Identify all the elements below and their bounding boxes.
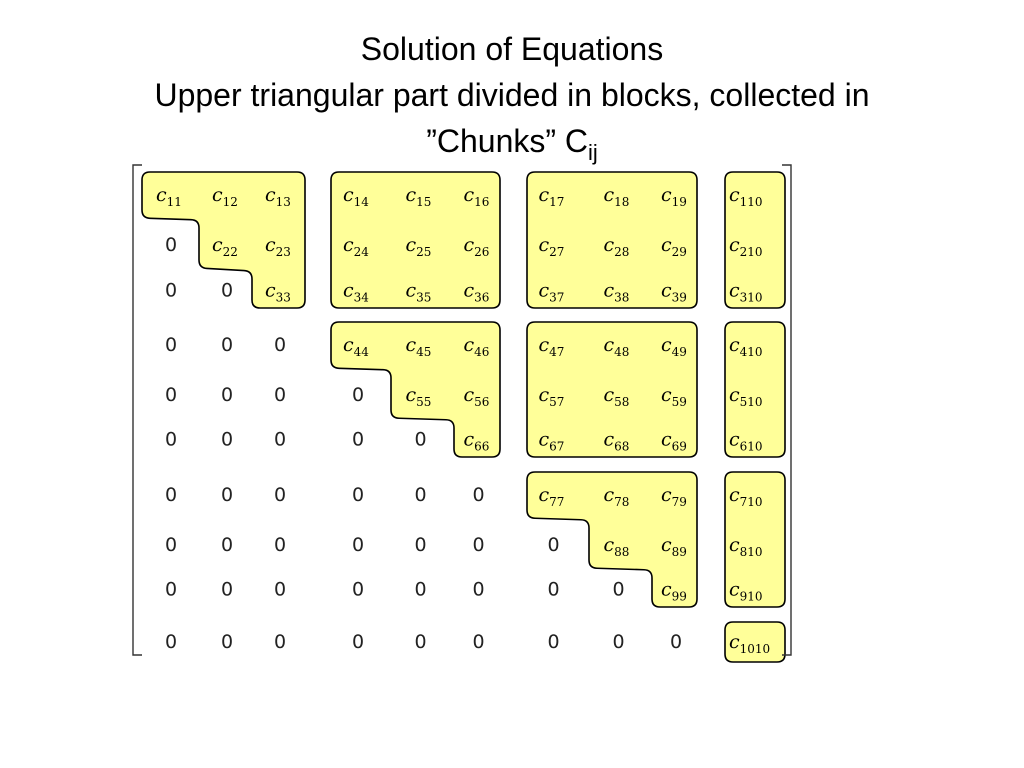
right-bracket bbox=[782, 164, 792, 656]
cell-zero-10-1: 0 bbox=[165, 631, 177, 653]
cell-zero-9-7: 0 bbox=[547, 579, 559, 601]
block-2-4 bbox=[724, 321, 786, 458]
cell-zero-4-2: 0 bbox=[221, 334, 233, 356]
cell-zero-6-3: 0 bbox=[274, 429, 286, 451]
cell-zero-8-6: 0 bbox=[472, 534, 484, 556]
slide-title: Solution of Equations Upper triangular p… bbox=[0, 26, 1024, 176]
cell-c-5-9: c59 bbox=[661, 384, 687, 409]
cell-c-4-8: c48 bbox=[604, 334, 630, 359]
block-1-2 bbox=[330, 171, 501, 309]
cell-c-1-6: c16 bbox=[464, 184, 490, 209]
title-line-3-text: ”Chunks” C bbox=[426, 123, 589, 159]
cell-zero-9-2: 0 bbox=[221, 579, 233, 601]
cell-zero-5-3: 0 bbox=[274, 384, 286, 406]
cell-zero-7-4: 0 bbox=[352, 484, 364, 506]
title-line-1: Solution of Equations bbox=[360, 31, 664, 67]
cell-zero-2-1: 0 bbox=[165, 234, 177, 256]
block-2-3 bbox=[526, 321, 698, 458]
cell-zero-7-2: 0 bbox=[221, 484, 233, 506]
cell-zero-10-8: 0 bbox=[612, 631, 624, 653]
cell-zero-7-5: 0 bbox=[414, 484, 426, 506]
cell-zero-3-1: 0 bbox=[165, 280, 177, 302]
cell-zero-7-1: 0 bbox=[165, 484, 177, 506]
cell-zero-9-5: 0 bbox=[414, 579, 426, 601]
cell-zero-5-2: 0 bbox=[221, 384, 233, 406]
cell-zero-6-4: 0 bbox=[352, 429, 364, 451]
cell-zero-4-3: 0 bbox=[274, 334, 286, 356]
cell-zero-9-8: 0 bbox=[612, 579, 624, 601]
cell-zero-6-2: 0 bbox=[221, 429, 233, 451]
cell-zero-9-4: 0 bbox=[352, 579, 364, 601]
cell-zero-8-5: 0 bbox=[414, 534, 426, 556]
cell-zero-7-6: 0 bbox=[472, 484, 484, 506]
cell-zero-8-2: 0 bbox=[221, 534, 233, 556]
cell-zero-10-2: 0 bbox=[221, 631, 233, 653]
cell-zero-5-1: 0 bbox=[165, 384, 177, 406]
cell-zero-8-7: 0 bbox=[547, 534, 559, 556]
title-line-3: ”Chunks” Cij bbox=[0, 118, 1024, 176]
cell-zero-5-4: 0 bbox=[352, 384, 364, 406]
block-1-1 bbox=[141, 171, 306, 309]
title-line-2: Upper triangular part divided in blocks,… bbox=[154, 77, 870, 113]
cell-zero-3-2: 0 bbox=[221, 280, 233, 302]
block-4-4 bbox=[724, 621, 786, 663]
cell-zero-8-4: 0 bbox=[352, 534, 364, 556]
cell-zero-8-1: 0 bbox=[165, 534, 177, 556]
cell-zero-6-5: 0 bbox=[414, 429, 426, 451]
cell-zero-9-3: 0 bbox=[274, 579, 286, 601]
cell-zero-4-1: 0 bbox=[165, 334, 177, 356]
cell-zero-10-6: 0 bbox=[472, 631, 484, 653]
cell-zero-10-5: 0 bbox=[414, 631, 426, 653]
block-1-4 bbox=[724, 171, 786, 309]
cell-zero-10-7: 0 bbox=[547, 631, 559, 653]
title-line-3-subscript: ij bbox=[588, 140, 598, 165]
cell-zero-10-4: 0 bbox=[352, 631, 364, 653]
cell-zero-7-3: 0 bbox=[274, 484, 286, 506]
matrix-brackets bbox=[132, 164, 792, 656]
left-bracket bbox=[132, 164, 142, 656]
cell-zero-6-1: 0 bbox=[165, 429, 177, 451]
cell-zero-8-3: 0 bbox=[274, 534, 286, 556]
cell-zero-9-6: 0 bbox=[472, 579, 484, 601]
block-layer bbox=[141, 171, 786, 663]
block-2-2 bbox=[330, 321, 501, 458]
cell-zero-9-1: 0 bbox=[165, 579, 177, 601]
cell-zero-10-3: 0 bbox=[274, 631, 286, 653]
block-3-3 bbox=[526, 471, 698, 608]
cell-zero-10-9: 0 bbox=[670, 631, 682, 653]
block-3-4 bbox=[724, 471, 786, 608]
block-1-3 bbox=[526, 171, 698, 309]
